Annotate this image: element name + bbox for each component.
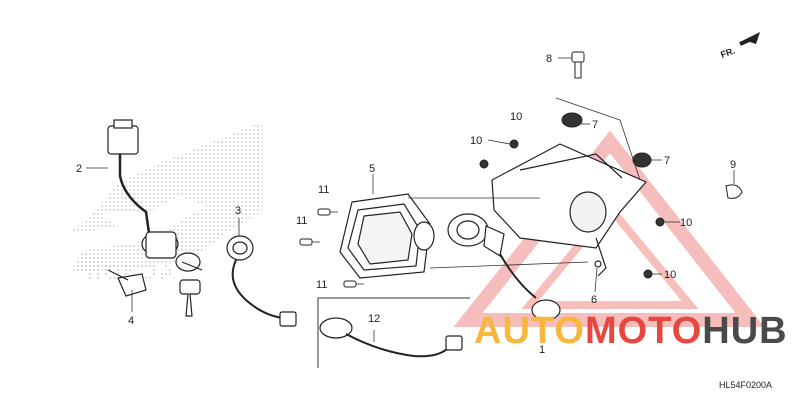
callout-8: 8	[546, 53, 552, 65]
sensor-with-harness	[226, 235, 297, 327]
callout-1: 1	[539, 344, 545, 356]
callout-2: 2	[76, 163, 82, 175]
watermark-word-auto: AUTO	[474, 310, 585, 352]
callout-10d: 10	[664, 269, 676, 281]
diagram-code: HL54F0200A	[718, 380, 772, 390]
meter-assembly	[339, 193, 435, 279]
callout-11b: 11	[296, 215, 307, 227]
callout-10a: 10	[510, 111, 522, 123]
callout-7b: 7	[664, 155, 670, 167]
watermark-word-hub: HUB	[702, 310, 788, 352]
lamp-socket	[447, 213, 561, 321]
watermark-word-moto: MOTO	[584, 310, 703, 352]
wire-harness	[319, 317, 463, 358]
callout-5: 5	[369, 163, 375, 175]
callout-4: 4	[128, 315, 134, 327]
key	[107, 269, 147, 297]
callout-7a: 7	[592, 119, 598, 131]
group-bracket	[317, 297, 470, 368]
front-direction-arrow	[739, 32, 760, 46]
fasteners	[299, 51, 743, 288]
callout-3: 3	[235, 205, 241, 217]
callout-10c: 10	[680, 217, 692, 229]
bracket-assembly	[491, 143, 647, 277]
honda-wing-logo	[70, 122, 262, 272]
ignition-switch-assembly	[107, 119, 203, 317]
callout-6: 6	[591, 294, 597, 306]
callout-11a: 11	[318, 184, 329, 196]
callout-11c: 11	[316, 279, 327, 291]
front-direction-label: FR.	[719, 46, 736, 60]
callout-12: 12	[368, 313, 380, 325]
callout-10b: 10	[470, 135, 482, 147]
leader-lines	[86, 57, 735, 342]
callout-9: 9	[730, 159, 736, 171]
watermark-wordmark: AUTOMOTOHUB	[474, 312, 788, 350]
callout-labels: 2 3 4 5 1 6 7 7 8 9 10 10 10 10 11 11 11…	[76, 53, 736, 356]
